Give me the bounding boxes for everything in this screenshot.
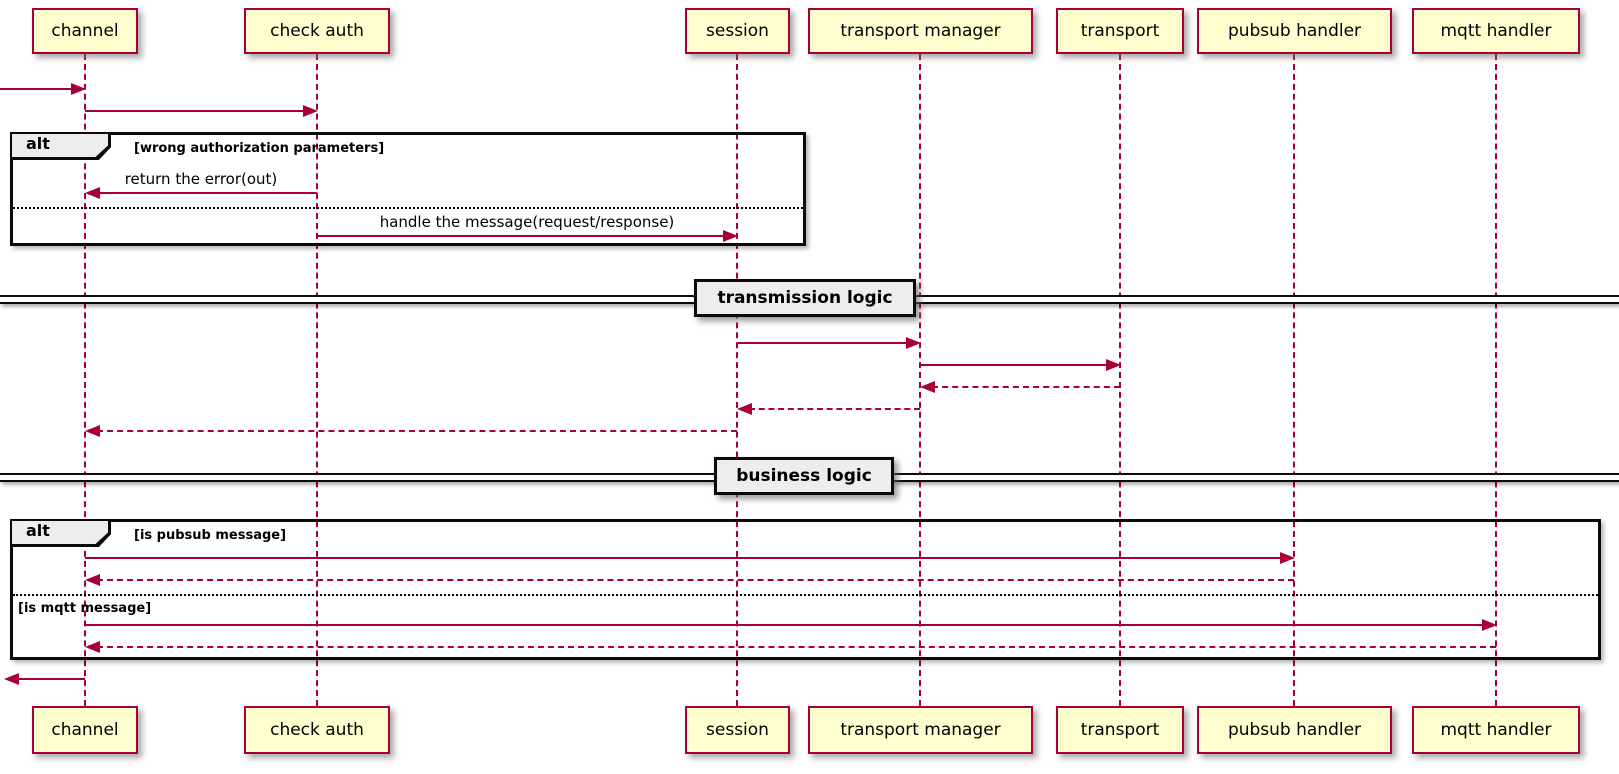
arrow-external-to-channel xyxy=(0,88,73,90)
arrowhead-right xyxy=(723,230,738,242)
alt-operator-label: alt xyxy=(26,521,50,540)
divider-transmission-logic: transmission logic xyxy=(694,279,916,317)
arrowhead-left xyxy=(85,574,100,586)
arrowhead-right xyxy=(1280,552,1295,564)
participant-label: session xyxy=(706,720,769,740)
arrow-channel-to-pubsub-handler xyxy=(85,557,1282,559)
participant-transport-bottom: transport xyxy=(1056,706,1184,754)
arrow-check-auth-to-session xyxy=(317,235,725,237)
arrowhead-left xyxy=(85,425,100,437)
lifeline-transport xyxy=(1119,54,1121,706)
arrowhead-right xyxy=(303,105,318,117)
participant-label: transport xyxy=(1080,21,1160,41)
participant-label: channel xyxy=(51,21,119,41)
participant-check-auth-bottom: check auth xyxy=(244,706,390,754)
alt-tab-fill xyxy=(12,521,108,544)
participant-pubsub-handler-bottom: pubsub handler xyxy=(1197,706,1392,754)
lifeline-pubsub-handler xyxy=(1293,54,1295,706)
participant-label: mqtt handler xyxy=(1440,720,1552,740)
lifeline-check-auth xyxy=(316,54,318,706)
arrowhead-left xyxy=(920,381,935,393)
alt-condition-wrong-authorization: [wrong authorization parameters] xyxy=(134,141,385,156)
alt-else-separator xyxy=(13,594,1598,596)
arrowhead-left xyxy=(85,641,100,653)
divider-business-logic: business logic xyxy=(714,457,894,495)
participant-transport-manager-top: transport manager xyxy=(808,8,1033,54)
arrow-mqtt-handler-to-channel xyxy=(97,646,1496,648)
message-label: handle the message(request/response) xyxy=(379,213,675,231)
participant-label: check auth xyxy=(270,21,364,41)
arrow-session-to-transport-manager xyxy=(737,342,908,344)
participant-label: pubsub handler xyxy=(1227,720,1362,740)
arrow-transport-manager-to-session xyxy=(749,408,920,410)
arrow-transport-to-transport-manager xyxy=(932,386,1120,388)
alt-else-separator xyxy=(13,207,803,209)
arrow-channel-to-external xyxy=(16,678,85,680)
arrow-session-to-channel xyxy=(97,430,737,432)
arrowhead-right xyxy=(1482,619,1497,631)
lifeline-mqtt-handler xyxy=(1495,54,1497,706)
participant-label: pubsub handler xyxy=(1227,21,1362,41)
participant-pubsub-handler-top: pubsub handler xyxy=(1197,8,1392,54)
participant-label: check auth xyxy=(270,720,364,740)
arrowhead-left xyxy=(85,187,100,199)
message-label: return the error(out) xyxy=(124,170,278,188)
participant-label: session xyxy=(706,21,769,41)
arrowhead-right xyxy=(906,337,921,349)
participant-channel-top: channel xyxy=(32,8,138,54)
participant-transport-top: transport xyxy=(1056,8,1184,54)
arrow-check-auth-to-channel xyxy=(97,192,317,194)
arrow-pubsub-handler-to-channel xyxy=(97,579,1294,581)
alt-tab: alt xyxy=(10,132,111,160)
arrow-channel-to-mqtt-handler xyxy=(85,624,1484,626)
lifeline-transport-manager xyxy=(919,54,921,706)
participant-transport-manager-bottom: transport manager xyxy=(808,706,1033,754)
participant-label: transport xyxy=(1080,720,1160,740)
participant-session-bottom: session xyxy=(685,706,790,754)
participant-check-auth-top: check auth xyxy=(244,8,390,54)
participant-label: channel xyxy=(51,720,119,740)
participant-session-top: session xyxy=(685,8,790,54)
arrowhead-left xyxy=(4,673,19,685)
arrow-channel-to-check-auth xyxy=(85,110,305,112)
alt-condition-is-pubsub: [is pubsub message] xyxy=(134,528,287,543)
lifeline-channel xyxy=(84,54,86,706)
alt-frame-authorization: alt [wrong authorization parameters] xyxy=(10,132,806,246)
arrowhead-right xyxy=(1106,359,1121,371)
participant-label: mqtt handler xyxy=(1440,21,1552,41)
participant-label: transport manager xyxy=(840,720,1001,740)
participant-channel-bottom: channel xyxy=(32,706,138,754)
participant-mqtt-handler-top: mqtt handler xyxy=(1412,8,1580,54)
alt-condition-is-mqtt: [is mqtt message] xyxy=(18,601,152,616)
arrowhead-left xyxy=(737,403,752,415)
participant-label: transport manager xyxy=(840,21,1001,41)
participant-mqtt-handler-bottom: mqtt handler xyxy=(1412,706,1580,754)
arrow-transport-manager-to-transport xyxy=(920,364,1108,366)
alt-tab: alt xyxy=(10,519,111,547)
alt-frame-message-type: alt [is pubsub message] [is mqtt message… xyxy=(10,519,1601,660)
arrowhead-right xyxy=(71,83,86,95)
lifeline-session xyxy=(736,54,738,706)
alt-tab-fill xyxy=(12,134,108,157)
alt-operator-label: alt xyxy=(26,134,50,153)
